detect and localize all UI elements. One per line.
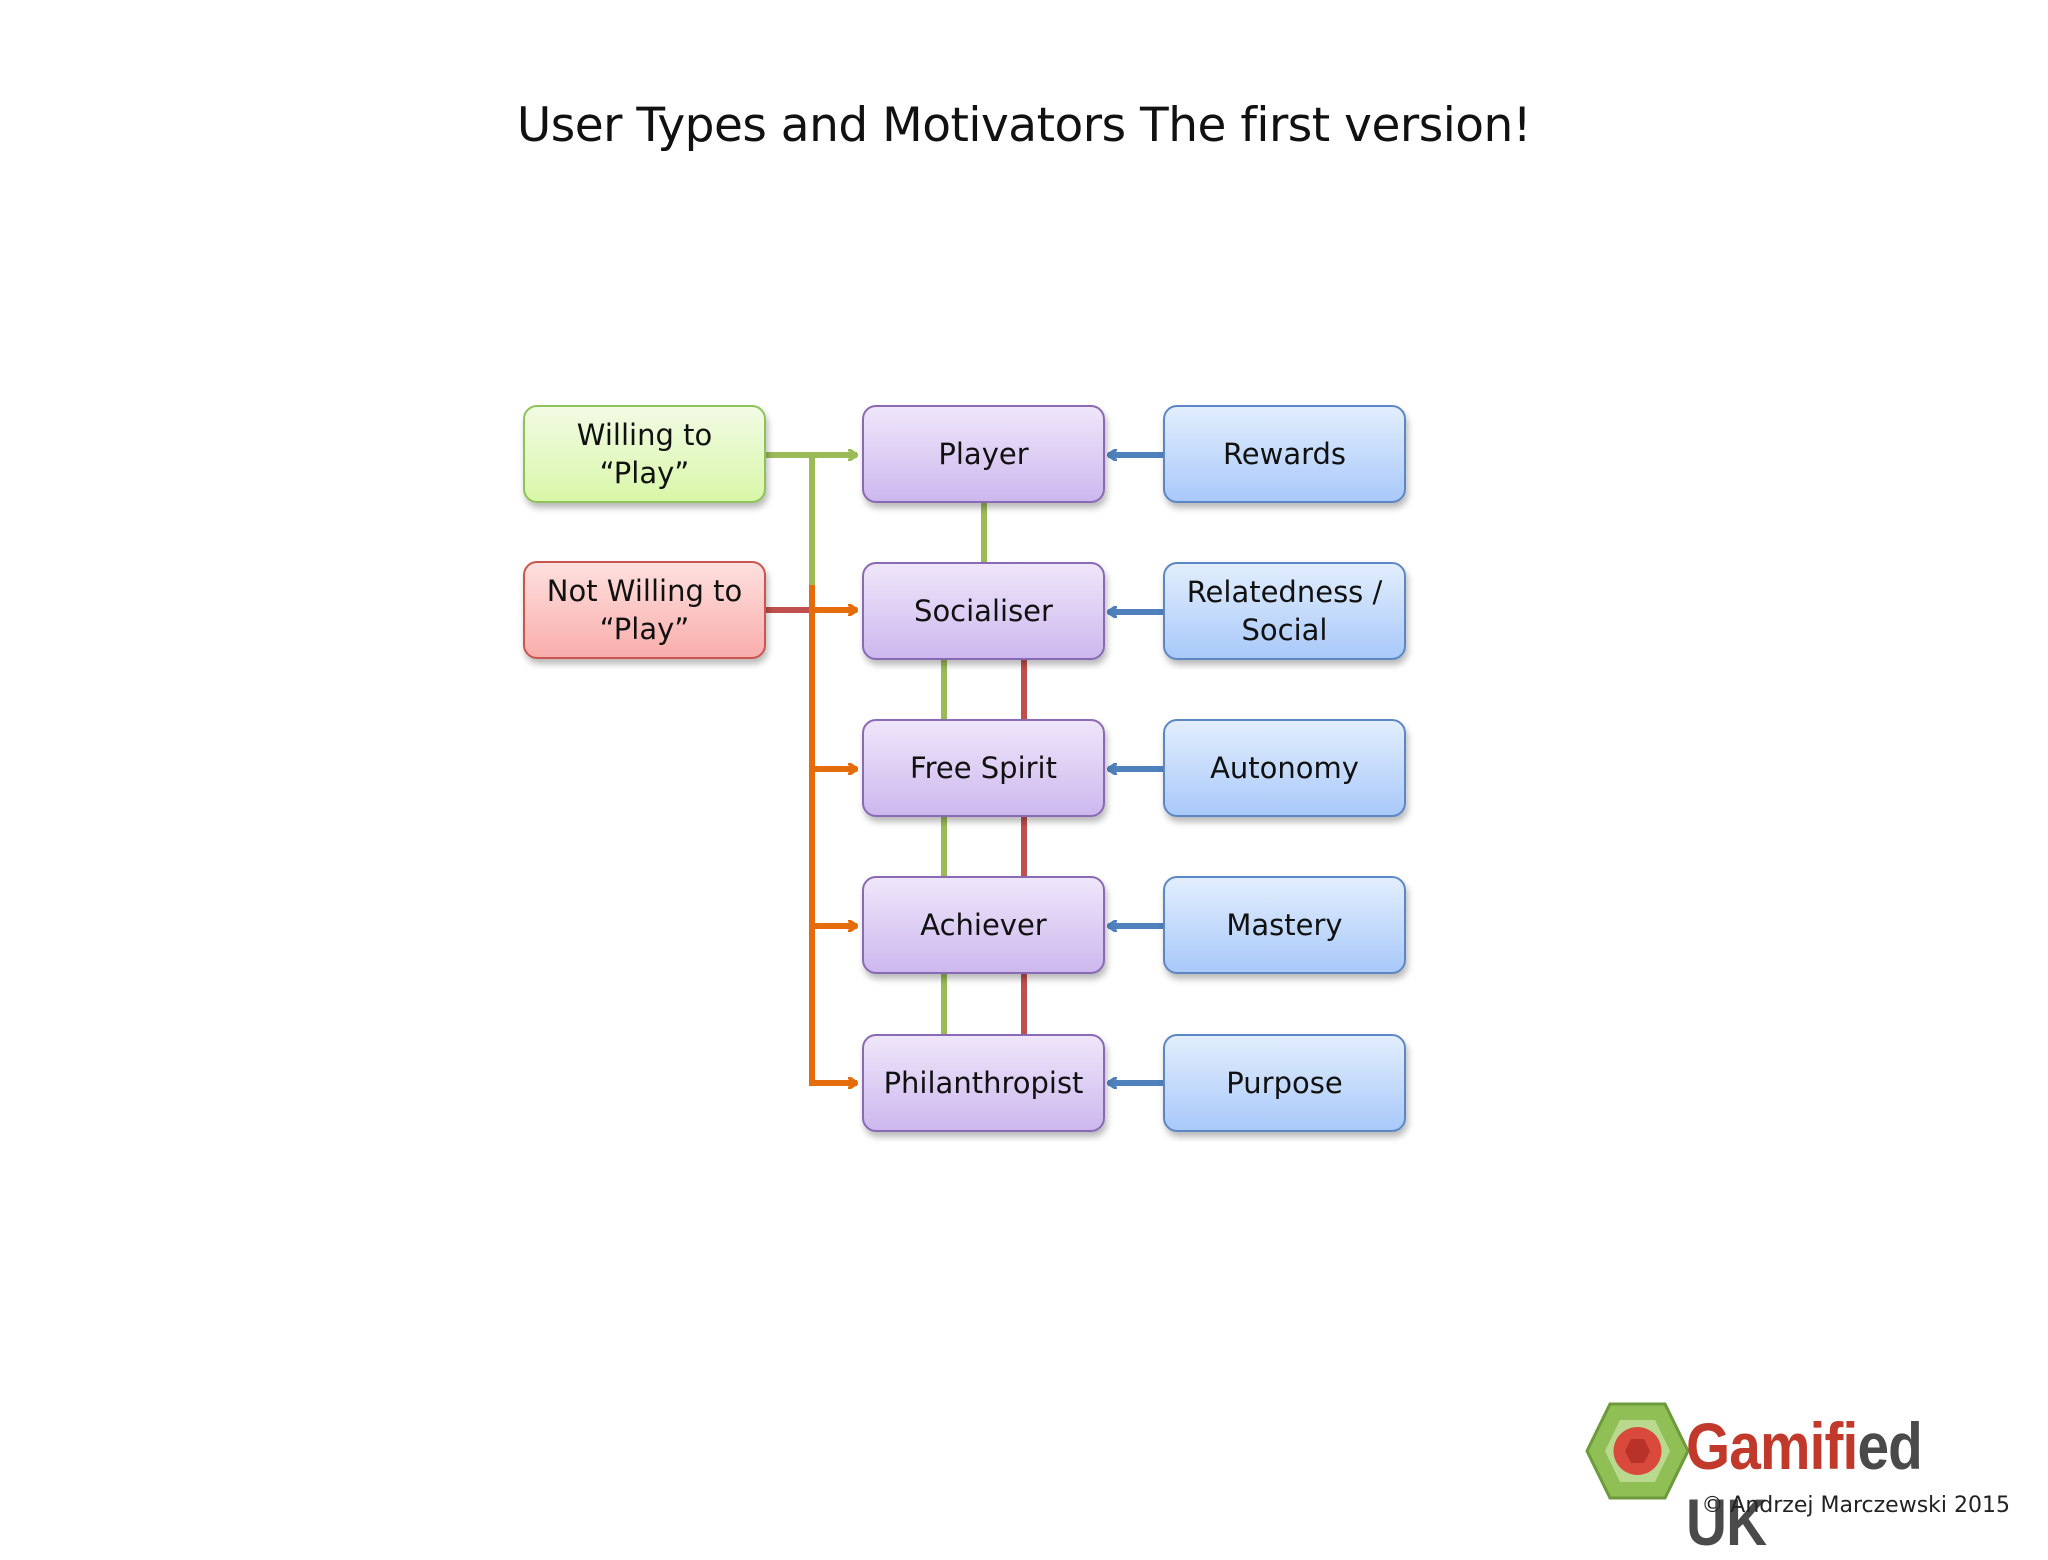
gamified-uk-wordmark: Gamified UK [1686,1408,1997,1560]
page-title: User Types and Motivators The first vers… [516,98,1532,153]
willing-to-play-node: Willing to “Play” [523,405,766,503]
copyright-text: © Andrzej Marczewski 2015 [1701,1493,2010,1518]
autonomy-node: Autonomy [1163,719,1406,817]
free-spirit-node: Free Spirit [862,719,1105,817]
rewards-node: Rewards [1163,405,1406,503]
not-willing-to-play-node: Not Willing to “Play” [523,561,766,659]
philanthropist-node: Philanthropist [862,1034,1105,1132]
socialiser-node: Socialiser [862,562,1105,660]
purpose-node: Purpose [1163,1034,1406,1132]
logo-text-part1: Gamifi [1686,1409,1858,1483]
gamified-uk-logo-icon [1585,1402,1690,1500]
player-node: Player [862,405,1105,503]
relatedness-social-node: Relatedness / Social [1163,562,1406,660]
mastery-node: Mastery [1163,876,1406,974]
achiever-node: Achiever [862,876,1105,974]
